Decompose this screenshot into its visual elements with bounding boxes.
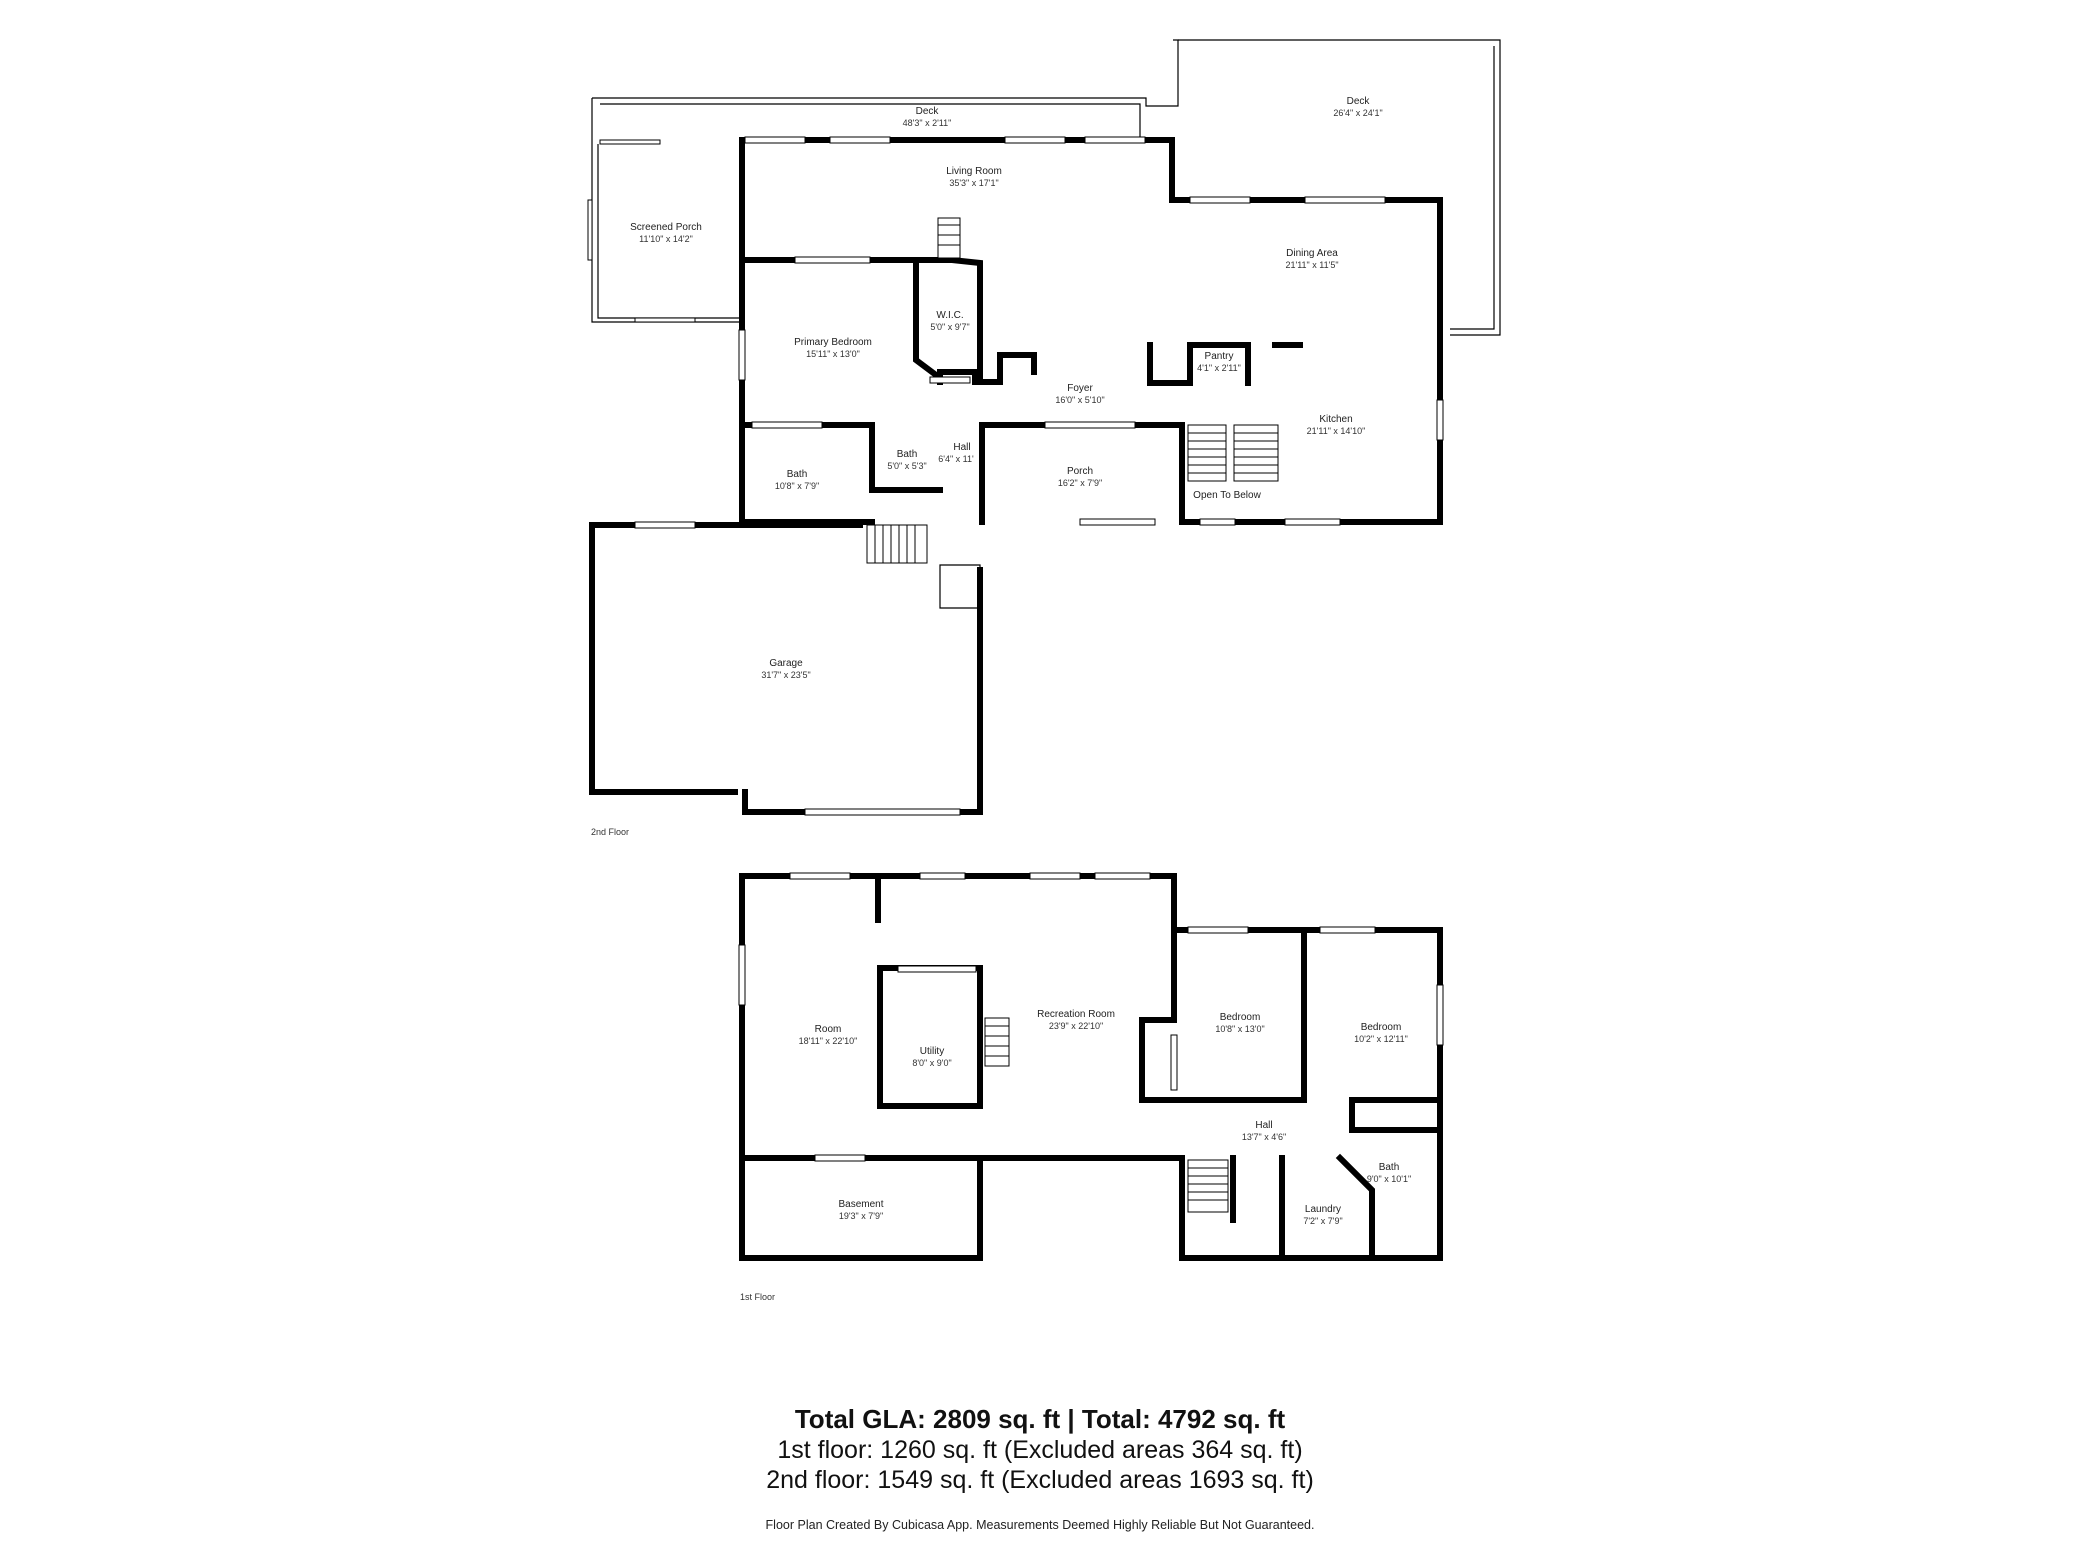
label-foyer-dim: 16'0" x 5'10" <box>1055 395 1104 405</box>
deck-outlines <box>591 39 1501 336</box>
label-recreation-room-name: Recreation Room <box>1037 1009 1115 1020</box>
label-deck-left-dim: 48'3" x 2'11" <box>903 118 952 128</box>
label-deck-right-name: Deck <box>1347 96 1371 107</box>
label-recreation-room-dim: 23'9" x 22'10" <box>1049 1021 1103 1031</box>
label-porch-dim: 16'2" x 7'9" <box>1058 478 1102 488</box>
total-area-summary: Total GLA: 2809 sq. ft | Total: 4792 sq.… <box>794 1404 1286 1434</box>
label-porch-name: Porch <box>1067 466 1093 477</box>
screened-porch-outline <box>587 139 740 323</box>
fireplace-lower <box>984 1017 1010 1067</box>
label-kitchen-dim: 21'11" x 14'10" <box>1307 426 1366 436</box>
label-utility-dim: 8'0" x 9'0" <box>912 1058 951 1068</box>
label-laundry-dim: 7'2" x 7'9" <box>1303 1216 1342 1226</box>
label-bedroom-1-dim: 10'8" x 13'0" <box>1215 1024 1264 1034</box>
label-living-room-dim: 35'3" x 17'1" <box>949 178 998 188</box>
label-2nd-floor: 2nd Floor <box>591 827 629 837</box>
label-primary-bedroom-dim: 15'11" x 13'0" <box>806 349 860 359</box>
label-utility-name: Utility <box>920 1046 944 1057</box>
lower-windows <box>738 872 1444 1162</box>
room-labels: Deck 48'3" x 2'11" Deck 26'4" x 24'1" Li… <box>591 96 1411 1302</box>
label-bath-small-dim: 5'0" x 5'3" <box>887 461 926 471</box>
second-floor-plan <box>587 39 1501 816</box>
label-basement-dim: 19'3" x 7'9" <box>839 1211 883 1221</box>
label-open-to-below: Open To Below <box>1193 490 1261 501</box>
second-floor-area: 2nd floor: 1549 sq. ft (Excluded areas 1… <box>766 1466 1314 1494</box>
label-garage-dim: 31'7" x 23'5" <box>761 670 810 680</box>
disclaimer-text: Floor Plan Created By Cubicasa App. Meas… <box>765 1518 1315 1532</box>
label-hall-lower-dim: 13'7" x 4'6" <box>1242 1132 1286 1142</box>
label-bath-lower-dim: 9'0" x 10'1" <box>1367 1174 1411 1184</box>
label-1st-floor: 1st Floor <box>740 1292 775 1302</box>
label-bath-upper-name: Bath <box>787 469 808 480</box>
label-laundry-name: Laundry <box>1305 1204 1341 1215</box>
label-screened-porch-name: Screened Porch <box>630 222 702 233</box>
label-foyer-name: Foyer <box>1067 383 1093 394</box>
label-bedroom-2-dim: 10'2" x 12'11" <box>1354 1034 1408 1044</box>
label-wic-name: W.I.C. <box>936 310 963 321</box>
label-hall-upper-dim: 6'4" x 11' <box>938 454 974 464</box>
label-room-lower-dim: 18'11" x 22'10" <box>799 1036 858 1046</box>
label-pantry-dim: 4'1" x 2'11" <box>1197 363 1241 373</box>
label-hall-upper-name: Hall <box>953 442 970 453</box>
label-screened-porch-dim: 11'10" x 14'2" <box>639 234 693 244</box>
label-dining-area-name: Dining Area <box>1286 248 1338 259</box>
first-floor-plan <box>738 872 1444 1261</box>
label-bedroom-2-name: Bedroom <box>1361 1022 1402 1033</box>
label-bath-small-name: Bath <box>897 449 918 460</box>
first-floor-area: 1st floor: 1260 sq. ft (Excluded areas 3… <box>777 1436 1303 1464</box>
label-kitchen-name: Kitchen <box>1319 414 1352 425</box>
label-bedroom-1-name: Bedroom <box>1220 1012 1261 1023</box>
stairs-lower <box>1187 1159 1229 1213</box>
stairs-upper <box>866 424 1279 564</box>
fireplace-upper <box>937 217 961 259</box>
label-deck-right-dim: 26'4" x 24'1" <box>1333 108 1382 118</box>
upper-windows <box>738 136 1444 526</box>
label-deck-left-name: Deck <box>916 106 940 117</box>
garage-walls <box>589 521 983 816</box>
label-primary-bedroom-name: Primary Bedroom <box>794 337 872 348</box>
label-room-lower-name: Room <box>815 1024 842 1035</box>
label-wic-dim: 5'0" x 9'7" <box>930 322 969 332</box>
label-bath-upper-dim: 10'8" x 7'9" <box>775 481 819 491</box>
label-living-room-name: Living Room <box>946 166 1002 177</box>
label-basement-name: Basement <box>838 1199 883 1210</box>
label-garage-name: Garage <box>769 658 803 669</box>
label-pantry-name: Pantry <box>1205 351 1234 362</box>
label-hall-lower-name: Hall <box>1255 1120 1272 1131</box>
label-bath-lower-name: Bath <box>1379 1162 1400 1173</box>
label-dining-area-dim: 21'11" x 11'5" <box>1285 260 1338 270</box>
